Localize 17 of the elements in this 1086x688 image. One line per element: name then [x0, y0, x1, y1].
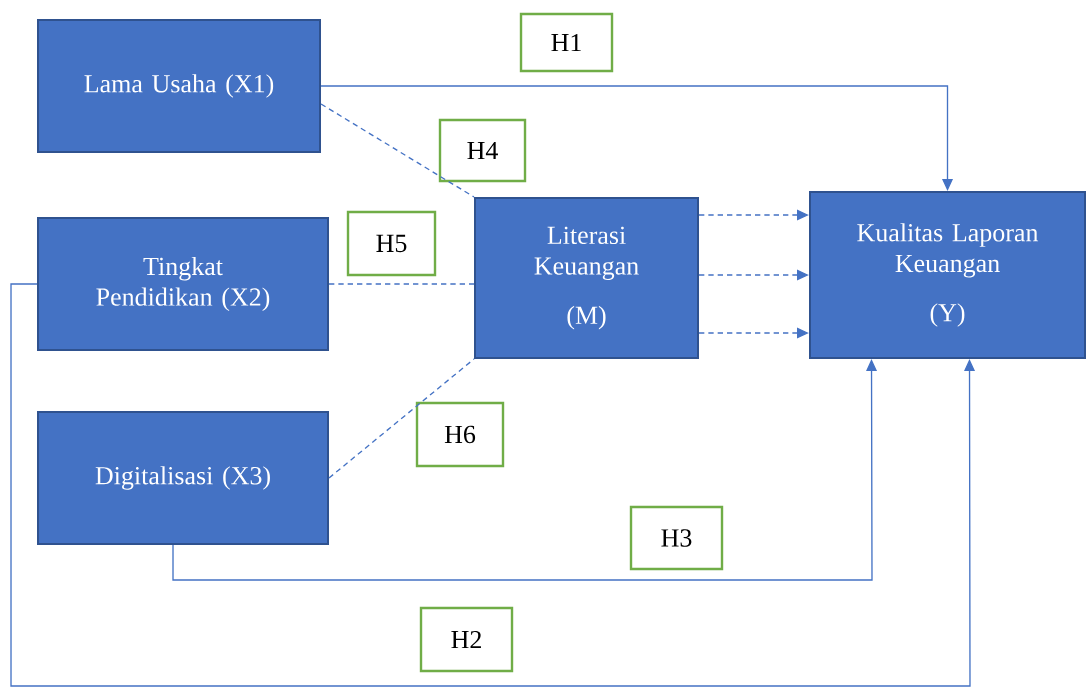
hypothesis-box: H4: [438, 118, 527, 183]
hypothesis-box: H6: [415, 401, 505, 468]
hypothesis-box: H5: [346, 210, 437, 277]
variable-box: Digitalisasi (X3): [37, 411, 329, 545]
dashed-line: [328, 283, 475, 285]
arrow: [698, 327, 809, 339]
dashed-line: [320, 103, 475, 198]
arrow: [698, 269, 809, 281]
hypothesis-box: H3: [629, 505, 724, 571]
variable-box: Tingkat Pendidikan (X2): [37, 217, 329, 351]
dashed-line: [328, 358, 475, 479]
variable-box: Lama Usaha (X1): [37, 19, 321, 153]
variable-box: Kualitas Laporan Keuangan (Y): [809, 191, 1086, 359]
arrow: [698, 209, 809, 221]
hypothesis-box: H1: [519, 12, 614, 73]
hypothesis-box: H2: [419, 606, 514, 673]
variable-box: Literasi Keuangan (M): [474, 197, 699, 359]
